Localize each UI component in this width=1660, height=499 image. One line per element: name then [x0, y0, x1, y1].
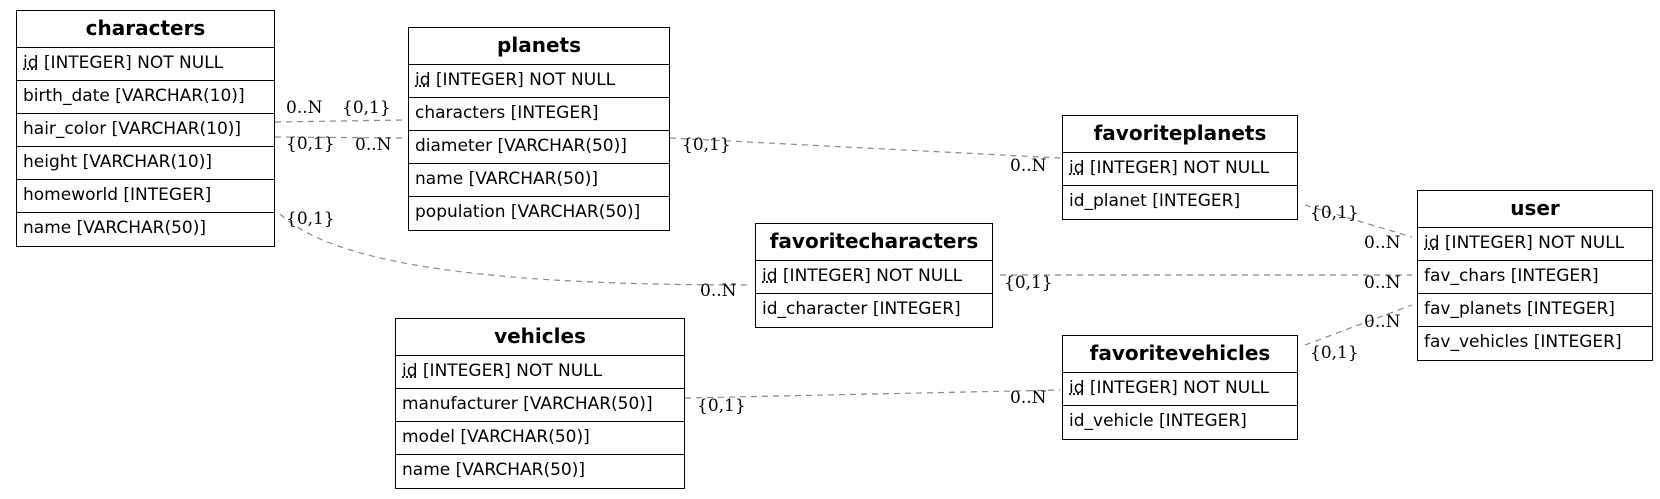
- cardinality-label: {0,1}: [286, 134, 335, 154]
- pk-label: id: [1069, 378, 1085, 398]
- pk-label: id: [402, 361, 418, 381]
- entity-title: favoritevehicles: [1063, 336, 1297, 373]
- field-row: height [VARCHAR(10)]: [17, 147, 274, 180]
- field-row: id [INTEGER] NOT NULL: [1063, 153, 1297, 186]
- cardinality-label: {0,1}: [697, 396, 746, 416]
- field-row: diameter [VARCHAR(50)]: [409, 131, 669, 164]
- cardinality-label: 0..N: [1364, 312, 1401, 332]
- field-row: name [VARCHAR(50)]: [409, 164, 669, 197]
- cardinality-label: {0,1}: [682, 135, 731, 155]
- entity-vehicles: vehicles id [INTEGER] NOT NULL manufactu…: [395, 318, 685, 489]
- field-row: fav_planets [INTEGER]: [1418, 294, 1652, 327]
- field-row: manufacturer [VARCHAR(50)]: [396, 389, 684, 422]
- cardinality-label: {0,1}: [286, 209, 335, 229]
- entity-title: favoriteplanets: [1063, 116, 1297, 153]
- edge-characters-homeworld-favoritecharacters: [279, 213, 751, 286]
- entity-favoriteplanets: favoriteplanets id [INTEGER] NOT NULL id…: [1062, 115, 1298, 220]
- field-row: id [INTEGER] NOT NULL: [756, 261, 992, 294]
- pk-label: id: [23, 53, 39, 73]
- field-text: [INTEGER] NOT NULL: [777, 266, 963, 286]
- cardinality-label: 0..N: [1364, 273, 1401, 293]
- entity-title: characters: [17, 11, 274, 48]
- field-row: id [INTEGER] NOT NULL: [17, 48, 274, 81]
- edge-characters-birth-planets: [274, 119, 406, 123]
- field-row: id_planet [INTEGER]: [1069, 191, 1241, 211]
- cardinality-label: 0..N: [286, 98, 323, 118]
- field-text: [INTEGER] NOT NULL: [1084, 158, 1270, 178]
- cardinality-label: {0,1}: [1004, 273, 1053, 293]
- field-row: hair_color [VARCHAR(10)]: [17, 114, 274, 147]
- field-row: id [INTEGER] NOT NULL: [1063, 373, 1297, 406]
- cardinality-label: 0..N: [1010, 388, 1047, 408]
- field-row: population [VARCHAR(50)]: [415, 202, 641, 222]
- entity-title: vehicles: [396, 319, 684, 356]
- edge-vehicles-favoritevehicles: [684, 389, 1061, 399]
- edge-favoritevehicles-user: [1304, 304, 1413, 346]
- cardinality-label: {0,1}: [1310, 343, 1359, 363]
- field-row: birth_date [VARCHAR(10)]: [17, 81, 274, 114]
- field-row: id [INTEGER] NOT NULL: [409, 65, 669, 98]
- field-row: id_character [INTEGER]: [762, 299, 961, 319]
- edge-favoriteplanets-user: [1304, 204, 1413, 238]
- field-text: [INTEGER] NOT NULL: [1084, 378, 1270, 398]
- field-row: name [VARCHAR(50)]: [23, 218, 207, 238]
- entity-title: user: [1418, 191, 1652, 228]
- field-row: fav_chars [INTEGER]: [1418, 261, 1652, 294]
- entity-characters: characters id [INTEGER] NOT NULL birth_d…: [16, 10, 275, 247]
- field-text: [INTEGER] NOT NULL: [1439, 233, 1625, 253]
- field-row: name [VARCHAR(50)]: [402, 460, 586, 480]
- field-row: id [INTEGER] NOT NULL: [1418, 228, 1652, 261]
- field-row: homeworld [INTEGER]: [17, 180, 274, 213]
- pk-label: id: [415, 70, 431, 90]
- field-row: model [VARCHAR(50)]: [396, 422, 684, 455]
- field-row: id [INTEGER] NOT NULL: [396, 356, 684, 389]
- cardinality-label: 0..N: [1364, 233, 1401, 253]
- pk-label: id: [1424, 233, 1440, 253]
- entity-favoritecharacters: favoritecharacters id [INTEGER] NOT NULL…: [755, 223, 993, 328]
- cardinality-label: {0,1}: [342, 98, 391, 118]
- entity-planets: planets id [INTEGER] NOT NULL characters…: [408, 27, 670, 231]
- pk-label: id: [1069, 158, 1085, 178]
- field-text: [INTEGER] NOT NULL: [430, 70, 616, 90]
- pk-label: id: [762, 266, 778, 286]
- cardinality-label: {0,1}: [1310, 203, 1359, 223]
- entity-favoritevehicles: favoritevehicles id [INTEGER] NOT NULL i…: [1062, 335, 1298, 440]
- entity-title: planets: [409, 28, 669, 65]
- field-row: id_vehicle [INTEGER]: [1069, 411, 1247, 431]
- entity-title: favoritecharacters: [756, 224, 992, 261]
- entity-user: user id [INTEGER] NOT NULL fav_chars [IN…: [1417, 190, 1653, 361]
- field-row: fav_vehicles [INTEGER]: [1424, 332, 1622, 352]
- cardinality-label: 0..N: [355, 135, 392, 155]
- field-text: [INTEGER] NOT NULL: [38, 53, 224, 73]
- cardinality-label: 0..N: [700, 281, 737, 301]
- cardinality-label: 0..N: [1010, 156, 1047, 176]
- field-row: characters [INTEGER]: [409, 98, 669, 131]
- field-text: [INTEGER] NOT NULL: [417, 361, 603, 381]
